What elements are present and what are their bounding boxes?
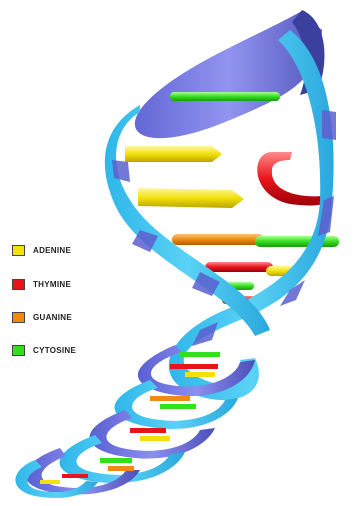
legend-item-adenine: ADENINE <box>12 243 71 257</box>
adenine-label: ADENINE <box>33 246 71 255</box>
backbone-strand-left <box>105 105 270 336</box>
guanine-label: GUANINE <box>33 313 72 322</box>
base-pair-rod <box>205 262 273 272</box>
cytosine-label: CYTOSINE <box>33 346 76 355</box>
legend-item-thymine: THYMINE <box>12 277 71 291</box>
thymine-label: THYMINE <box>33 280 71 289</box>
base-pair-rod <box>125 146 222 162</box>
base-pair-rod <box>255 236 339 247</box>
cytosine-swatch <box>12 345 25 356</box>
base-pair-rod <box>170 92 280 101</box>
legend-item-cytosine: CYTOSINE <box>12 343 76 357</box>
backbone-strand-back <box>135 12 322 138</box>
legend-item-guanine: GUANINE <box>12 310 72 324</box>
thymine-swatch <box>12 279 25 290</box>
base-pair-rod <box>257 152 322 206</box>
adenine-swatch <box>12 245 25 256</box>
base-pair-rod <box>138 188 244 208</box>
base-pair-rod <box>172 234 264 245</box>
lower-helix-coils <box>15 345 255 498</box>
guanine-swatch <box>12 312 25 323</box>
